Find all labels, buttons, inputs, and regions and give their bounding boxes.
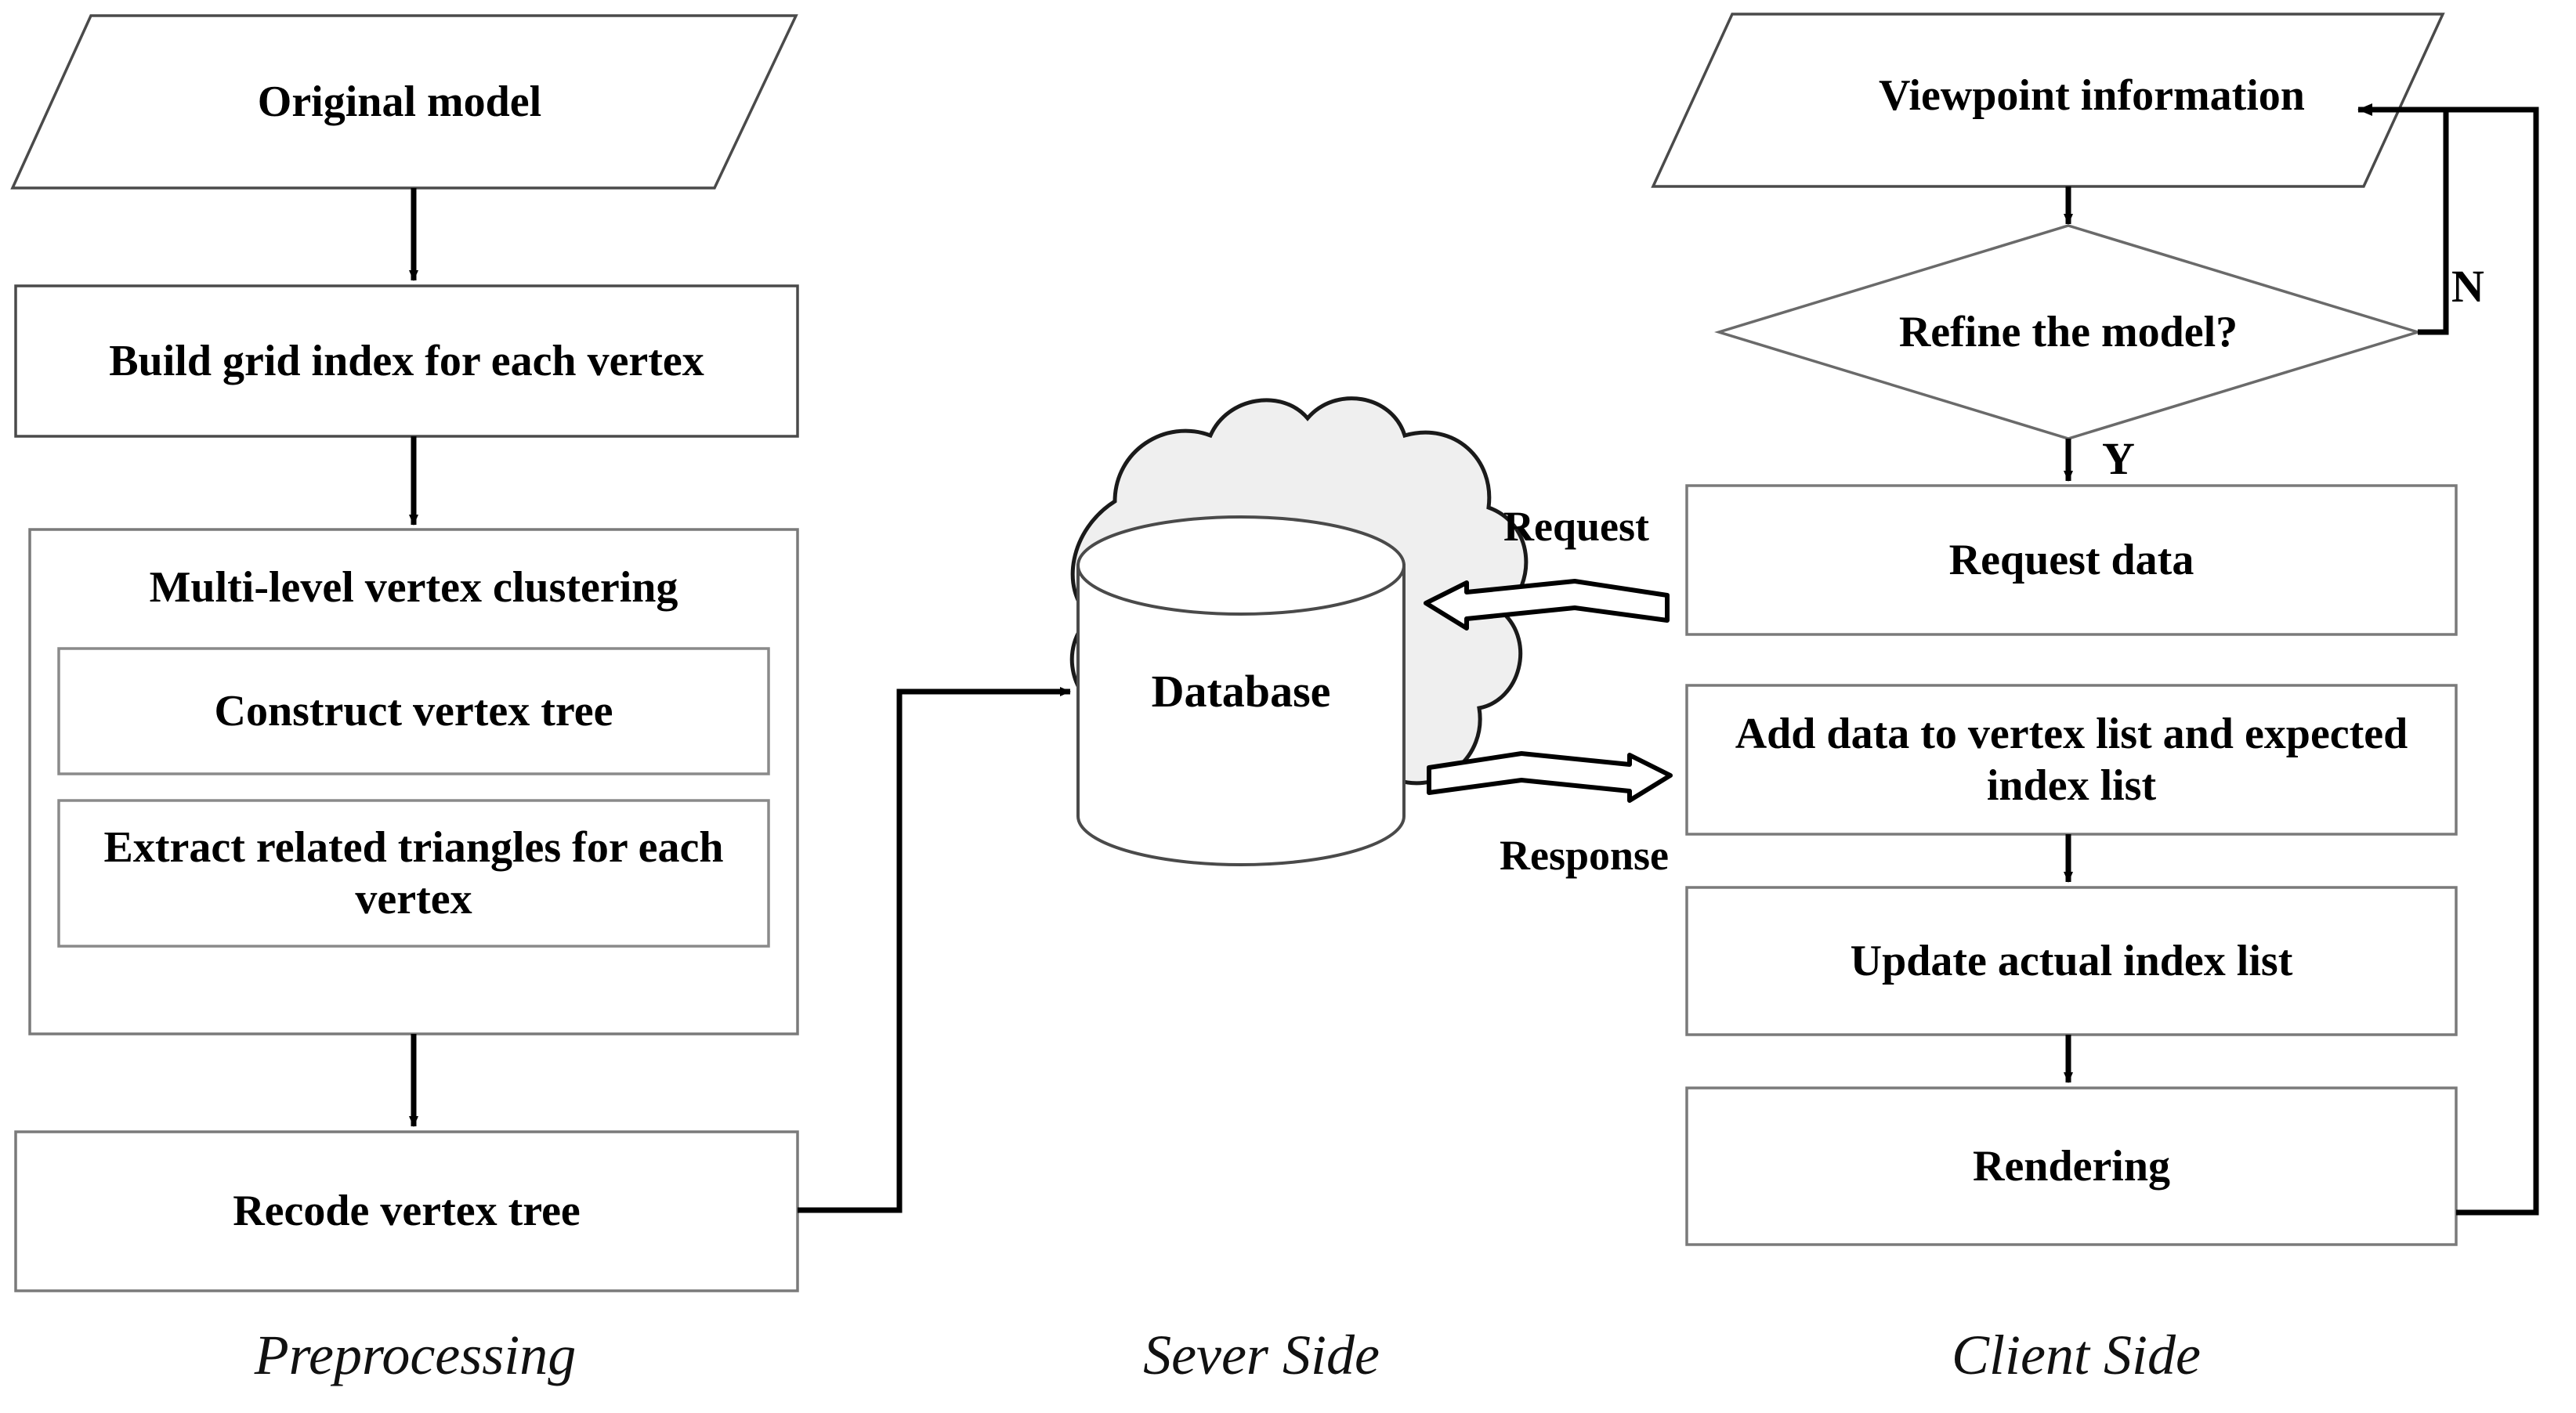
update-index-shape (1685, 886, 2458, 1036)
server-stage-label: Sever Side (1143, 1323, 1380, 1386)
request-data-label: Request data (1948, 535, 2194, 584)
extract-triangles-shape (57, 799, 770, 948)
request-data-shape (1685, 484, 2458, 636)
database-label: Database (1151, 665, 1331, 717)
build-grid-index-label: Build grid index for each vertex (109, 336, 704, 385)
extract-triangles-label: Extract related triangles for each verte… (103, 822, 724, 923)
build-grid-index-shape (14, 284, 799, 438)
viewpoint-information-shape (1651, 13, 2445, 188)
response-label: Response (1499, 832, 1670, 879)
update-index-label: Update actual index list (1850, 936, 2293, 985)
construct-vertex-tree-shape (57, 647, 770, 775)
rendering-label: Rendering (1973, 1141, 2170, 1191)
request-label: Request (1503, 503, 1649, 550)
decision-yes-label: Y (2102, 432, 2135, 484)
connector-rendering-feedback (2446, 107, 2539, 1216)
connector-no-branch (2357, 103, 2449, 335)
rendering-shape (1685, 1086, 2458, 1246)
viewpoint-information-label: Viewpoint information (1879, 70, 2305, 120)
client-stage-label: Client Side (1952, 1323, 2201, 1386)
original-model-label: Original model (257, 77, 542, 126)
preprocessing-stage-label: Preprocessing (254, 1323, 577, 1386)
refine-decision-label: Refine the model? (1898, 307, 2238, 356)
recode-vertex-tree-label: Recode vertex tree (233, 1187, 581, 1236)
multi-level-clustering-shape (28, 528, 799, 1035)
response-block-arrow (1427, 751, 1673, 803)
connector-recode-to-database (798, 687, 1071, 1213)
recode-vertex-tree-shape (14, 1130, 799, 1292)
database-cylinder-top (1076, 515, 1406, 616)
multi-level-clustering-label: Multi-level vertex clustering (149, 562, 678, 612)
database-cylinder-body (1076, 564, 1406, 866)
construct-vertex-tree-label: Construct vertex tree (214, 686, 613, 735)
add-data-label: Add data to vertex list and expected ind… (1735, 709, 2408, 810)
add-data-shape (1685, 684, 2458, 836)
original-model-shape (10, 14, 798, 190)
decision-no-label: N (2451, 260, 2484, 312)
request-block-arrow (1424, 579, 1670, 631)
